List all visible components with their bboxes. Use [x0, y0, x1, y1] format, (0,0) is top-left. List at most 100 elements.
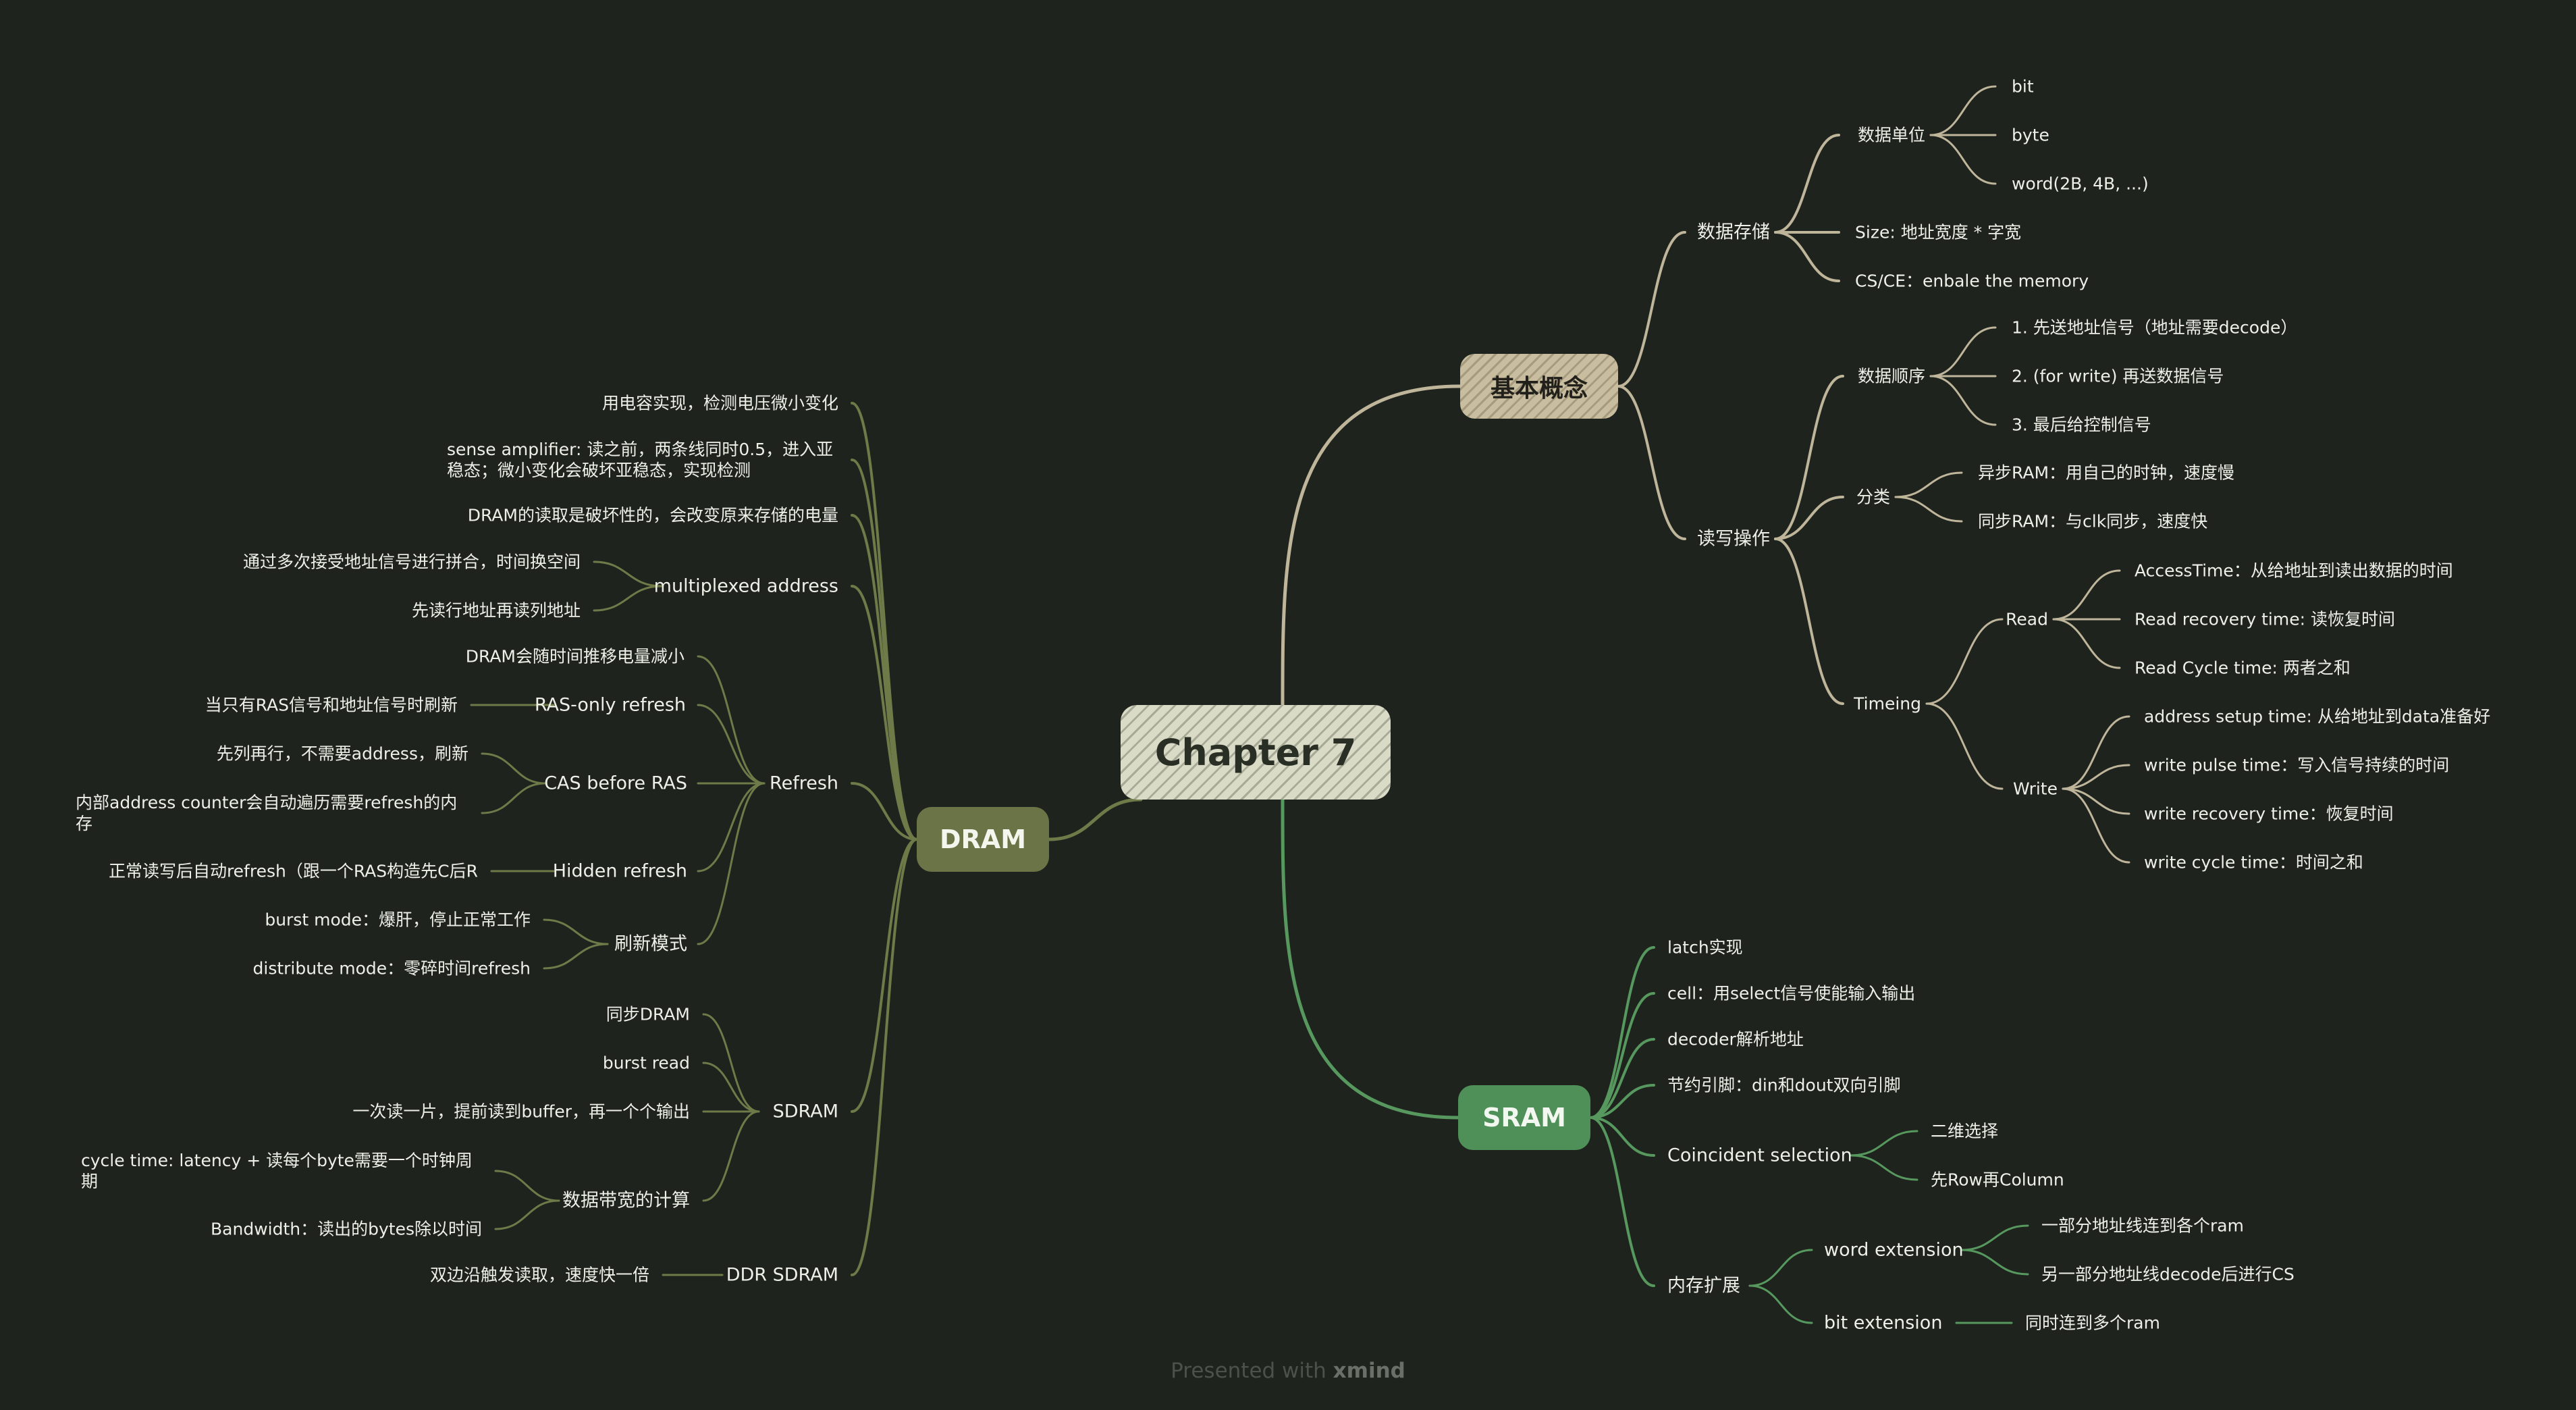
dram-connector: [851, 782, 918, 841]
leaf-cell-select[interactable]: cell：用select信号使能输入输出: [1667, 983, 1916, 1003]
topic-basic-concepts[interactable]: 基本概念: [1460, 354, 1618, 419]
subtopic-sdram[interactable]: SDRAM: [772, 1101, 838, 1122]
subtopic-bandwidth-calc[interactable]: 数据带宽的计算: [562, 1190, 690, 1211]
branch-basic: [1281, 384, 1461, 706]
leaf-ddr[interactable]: 双边沿触发读取，速度快一倍: [429, 1265, 649, 1285]
leaf-address-setup[interactable]: address setup time: 从给地址到data准备好: [2144, 706, 2491, 727]
leaf-word-ext-2[interactable]: 另一部分地址线decode后进行CS: [2041, 1264, 2295, 1284]
leaf-order-1[interactable]: 1. 先送地址信号（地址需要decode）: [2012, 317, 2298, 338]
leaf-bandwidth[interactable]: Bandwidth：读出的bytes除以时间: [211, 1219, 482, 1239]
subtopic-ddr-sdram[interactable]: DDR SDRAM: [726, 1264, 838, 1286]
dram-connector: [851, 585, 918, 841]
leaf-byte[interactable]: byte: [2012, 125, 2049, 145]
leaf-row-then-column[interactable]: 先Row再Column: [1931, 1170, 2064, 1190]
leaf-latch[interactable]: latch实现: [1667, 937, 1743, 958]
subtopic-timing[interactable]: Timeing: [1854, 694, 1921, 714]
leaf-write-pulse[interactable]: write pulse time：写入信号持续的时间: [2144, 755, 2450, 775]
subtopic-read-write-ops[interactable]: 读写操作: [1697, 528, 1770, 550]
leaf-destructive-read[interactable]: DRAM的读取是破坏性的，会改变原来存储的电量: [467, 505, 838, 525]
subtopic-write[interactable]: Write: [2012, 779, 2058, 799]
leaf-word-ext-1[interactable]: 一部分地址线连到各个ram: [2041, 1216, 2244, 1236]
leaf-distribute-mode[interactable]: distribute mode：零碎时间refresh: [252, 958, 531, 978]
leaf-capacitor[interactable]: 用电容实现，检测电压微小变化: [601, 393, 838, 413]
timing-connector: [1925, 618, 2004, 705]
leaf-sync-ram[interactable]: 同步RAM：与clk同步，速度快: [1978, 511, 2208, 531]
expand-connector: [1748, 1284, 1813, 1324]
subtopic-ras-only-refresh[interactable]: RAS-only refresh: [534, 694, 686, 716]
footer-watermark: Presented with xmind: [1171, 1359, 1405, 1383]
leaf-charge-decay[interactable]: DRAM会随时间推移电量减小: [465, 646, 685, 667]
leaf-burst-read[interactable]: burst read: [602, 1053, 690, 1073]
xmind-logo: xmind: [1333, 1359, 1405, 1383]
leaf-multiplex-2[interactable]: 先读行地址再读列地址: [411, 600, 581, 621]
sdram-connector: [702, 1062, 760, 1113]
storage-connector: [1774, 134, 1840, 234]
branch-sram: [1281, 799, 1459, 1120]
leaf-hidden[interactable]: 正常读写后自动refresh（跟一个RAS构造先C后R: [108, 861, 478, 881]
leaf-write-recovery[interactable]: write recovery time：恢复时间: [2144, 804, 2394, 824]
leaf-bit[interactable]: bit: [2012, 76, 2034, 97]
mode-connector: [543, 943, 609, 970]
order-connector: [1929, 326, 1997, 377]
leaf-2d-select[interactable]: 二维选择: [1931, 1121, 1999, 1141]
leaf-size[interactable]: Size: 地址宽度 * 字宽: [1855, 222, 2022, 242]
cbr-connector: [481, 752, 547, 785]
leaf-save-pins[interactable]: 节约引脚：din和dout双向引脚: [1667, 1075, 1901, 1095]
subtopic-refresh-mode[interactable]: 刷新模式: [614, 933, 687, 955]
topic-dram[interactable]: DRAM: [917, 807, 1049, 872]
leaf-cycle-time[interactable]: cycle time: latency + 读每个byte需要一个时钟周期: [81, 1151, 473, 1191]
leaf-async-ram[interactable]: 异步RAM：用自己的时钟，速度慢: [1978, 463, 2235, 483]
leaf-multiplex-1[interactable]: 通过多次接受地址信号进行拼合，时间换空间: [242, 552, 581, 572]
subtopic-data-order[interactable]: 数据顺序: [1857, 366, 1925, 386]
write-connector: [2062, 764, 2130, 790]
timing-connector: [1925, 702, 2004, 790]
leaf-sync-dram[interactable]: 同步DRAM: [606, 1004, 690, 1024]
coincident-connector: [1850, 1130, 1918, 1157]
refresh-connector: [697, 704, 766, 785]
subtopic-refresh[interactable]: Refresh: [770, 773, 838, 794]
central-topic[interactable]: Chapter 7: [1121, 705, 1391, 800]
leaf-burst-mode[interactable]: burst mode：爆肝，停止正常工作: [265, 910, 531, 930]
leaf-order-3[interactable]: 3. 最后给控制信号: [2012, 415, 2151, 435]
subtopic-bit-extension[interactable]: bit extension: [1824, 1312, 1943, 1334]
leaf-order-2[interactable]: 2. (for write) 再送数据信号: [2012, 366, 2224, 386]
leaf-bit-ext-1[interactable]: 同时连到多个ram: [2025, 1313, 2160, 1333]
leaf-access-time[interactable]: AccessTime：从给地址到读出数据的时间: [2135, 560, 2453, 581]
sram-connector: [1589, 1084, 1655, 1119]
subtopic-data-storage[interactable]: 数据存储: [1697, 221, 1770, 243]
sram-connector: [1589, 992, 1655, 1119]
subtopic-hidden-refresh[interactable]: Hidden refresh: [552, 860, 687, 882]
refresh-connector: [697, 782, 766, 945]
classify-connector: [1894, 496, 1963, 523]
leaf-ras-only[interactable]: 当只有RAS信号和地址信号时刷新: [205, 695, 458, 715]
subtopic-read[interactable]: Read: [2006, 609, 2048, 629]
subtopic-data-unit[interactable]: 数据单位: [1857, 125, 1925, 145]
rw-connector: [1774, 538, 1844, 705]
dram-connector: [851, 838, 918, 1113]
leaf-buffer-read[interactable]: 一次读一片，提前读到buffer，再一个个输出: [352, 1101, 690, 1122]
leaf-csce[interactable]: CS/CE：enbale the memory: [1855, 271, 2089, 291]
leaf-write-cycle[interactable]: write cycle time：时间之和: [2144, 852, 2363, 872]
subtopic-cas-before-ras[interactable]: CAS before RAS: [544, 773, 687, 794]
subtopic-coincident-selection[interactable]: Coincident selection: [1667, 1145, 1852, 1166]
dram-connector: [851, 514, 918, 841]
leaf-word[interactable]: word(2B, 4B, ...): [2012, 174, 2149, 194]
unit-connector: [1929, 85, 1997, 136]
rw-connector: [1774, 496, 1844, 540]
topic-sram[interactable]: SRAM: [1458, 1085, 1590, 1150]
read-connector: [2052, 569, 2121, 621]
subtopic-word-extension[interactable]: word extension: [1824, 1239, 1964, 1261]
subtopic-classify[interactable]: 分类: [1856, 487, 1890, 507]
leaf-cbr-1[interactable]: 先列再行，不需要address，刷新: [216, 743, 468, 764]
leaf-read-recovery[interactable]: Read recovery time: 读恢复时间: [2135, 609, 2395, 629]
leaf-decoder[interactable]: decoder解析地址: [1667, 1029, 1804, 1049]
leaf-cbr-2[interactable]: 内部address counter会自动遍历需要refresh的内存: [76, 793, 458, 833]
subtopic-multiplexed-address[interactable]: multiplexed address: [653, 575, 838, 597]
refresh-connector: [697, 782, 766, 872]
leaf-sense-amplifier[interactable]: sense amplifier: 读之前，两条线同时0.5，进入亚稳态；微小变化…: [447, 440, 834, 480]
leaf-read-cycle[interactable]: Read Cycle time: 两者之和: [2135, 658, 2351, 678]
sram-connector: [1589, 1038, 1655, 1119]
subtopic-memory-expansion[interactable]: 内存扩展: [1667, 1275, 1740, 1297]
multiplex-connector: [593, 585, 663, 612]
